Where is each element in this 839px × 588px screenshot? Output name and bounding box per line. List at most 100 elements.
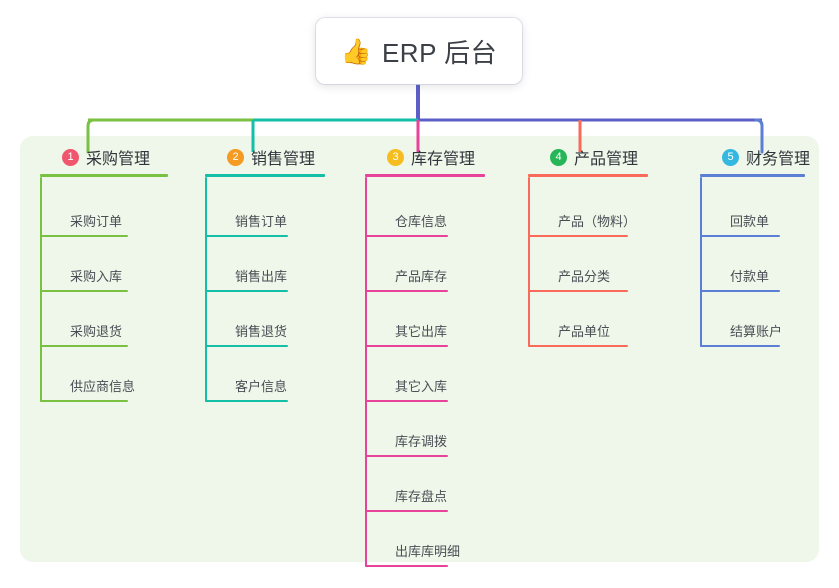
category-spine [700,177,702,347]
root-title: ERP 后台 [381,37,498,68]
category-badge: 1 [62,148,79,166]
category-item[interactable]: 产品（物料） [528,205,648,237]
category-item-label: 采购订单 [70,214,123,229]
category-title: 采购管理 [86,151,151,168]
category-item-underline [365,565,448,567]
category-item[interactable]: 付款单 [700,260,800,292]
category-item-underline [40,345,128,347]
category-underline [205,174,325,177]
category-item-label: 产品单位 [558,324,611,339]
category-items: 仓库信息产品库存其它出库其它入库库存调拨库存盘点出库库明细 [365,177,485,567]
category-item[interactable]: 供应商信息 [40,370,148,402]
category-item-underline [205,345,288,347]
category-item[interactable]: 产品分类 [528,260,648,292]
category-items: 销售订单销售出库销售退货客户信息 [205,177,325,402]
category-items: 采购订单采购入库采购退货供应商信息 [40,177,168,402]
category-spine [205,177,207,402]
category-item[interactable]: 库存盘点 [365,480,468,512]
category-item-underline [700,345,780,347]
category-item-underline [205,400,288,402]
root-node[interactable]: 👍 ERP 后台 [316,18,522,84]
category-item-label: 销售订单 [235,214,288,229]
category-item-underline [365,290,448,292]
category-item-label: 其它出库 [395,324,448,339]
category-column: 2 销售管理销售订单销售出库销售退货客户信息 [205,146,325,402]
category-item-underline [365,345,448,347]
category-item-underline [528,345,628,347]
category-item[interactable]: 库存调拨 [365,425,468,457]
category-header-2[interactable]: 2 销售管理 [205,146,325,168]
category-spine [528,177,530,347]
category-item[interactable]: 销售退货 [205,315,308,347]
category-item[interactable]: 产品单位 [528,315,648,347]
category-header-1[interactable]: 1 采购管理 [40,146,168,168]
category-item[interactable]: 销售出库 [205,260,308,292]
category-item-label: 库存调拨 [395,434,448,449]
category-item-underline [700,290,780,292]
category-underline [528,174,648,177]
category-item-label: 销售出库 [235,269,288,284]
category-item-underline [40,290,128,292]
category-item-label: 仓库信息 [395,214,448,229]
category-item-label: 产品（物料） [558,214,637,229]
category-item-underline [528,290,628,292]
category-underline [365,174,485,177]
category-item[interactable]: 结算账户 [700,315,800,347]
category-item-underline [205,290,288,292]
category-badge: 3 [387,148,404,166]
category-item[interactable]: 回款单 [700,205,800,237]
category-item-underline [205,235,288,237]
category-item[interactable]: 其它出库 [365,315,468,347]
category-item[interactable]: 采购订单 [40,205,148,237]
category-item[interactable]: 销售订单 [205,205,308,237]
category-items: 产品（物料） 产品分类产品单位 [528,177,648,347]
category-spine [40,177,42,402]
category-item-label: 产品库存 [395,269,448,284]
category-item[interactable]: 产品库存 [365,260,468,292]
category-underline [40,174,168,177]
category-item-label: 供应商信息 [70,379,136,394]
category-item-underline [365,400,448,402]
category-item-label: 回款单 [730,214,770,229]
category-underline [700,174,805,177]
category-item-label: 库存盘点 [395,489,448,504]
category-item-underline [365,455,448,457]
category-item-label: 销售退货 [235,324,288,339]
category-title: 库存管理 [411,151,476,168]
category-badge: 2 [227,148,244,166]
category-item-underline [40,235,128,237]
category-item-underline [365,235,448,237]
category-panel [20,136,819,562]
category-item-underline [528,235,628,237]
category-item[interactable]: 采购入库 [40,260,148,292]
category-items: 回款单付款单结算账户 [700,177,805,347]
category-item[interactable]: 客户信息 [205,370,308,402]
category-column: 3 库存管理仓库信息产品库存其它出库其它入库库存调拨库存盘点出库库明细 [365,146,485,567]
category-item-underline [700,235,780,237]
category-item-label: 付款单 [730,269,770,284]
category-badge: 4 [550,148,567,166]
category-column: 1 采购管理采购订单采购入库采购退货供应商信息 [40,146,168,402]
category-item-underline [40,400,128,402]
category-item[interactable]: 其它入库 [365,370,468,402]
category-header-3[interactable]: 3 库存管理 [365,146,485,168]
category-title: 销售管理 [251,151,316,168]
category-spine [365,177,367,567]
category-item-label: 其它入库 [395,379,448,394]
category-title: 财务管理 [746,151,811,168]
category-item-label: 产品分类 [558,269,611,284]
category-item-underline [365,510,448,512]
category-item[interactable]: 仓库信息 [365,205,468,237]
category-item[interactable]: 采购退货 [40,315,148,347]
category-item-label: 出库库明细 [395,544,461,559]
category-item[interactable]: 出库库明细 [365,535,468,567]
category-item-label: 客户信息 [235,379,288,394]
thumbs-up-icon: 👍 [340,36,372,66]
category-item-label: 结算账户 [730,324,783,339]
